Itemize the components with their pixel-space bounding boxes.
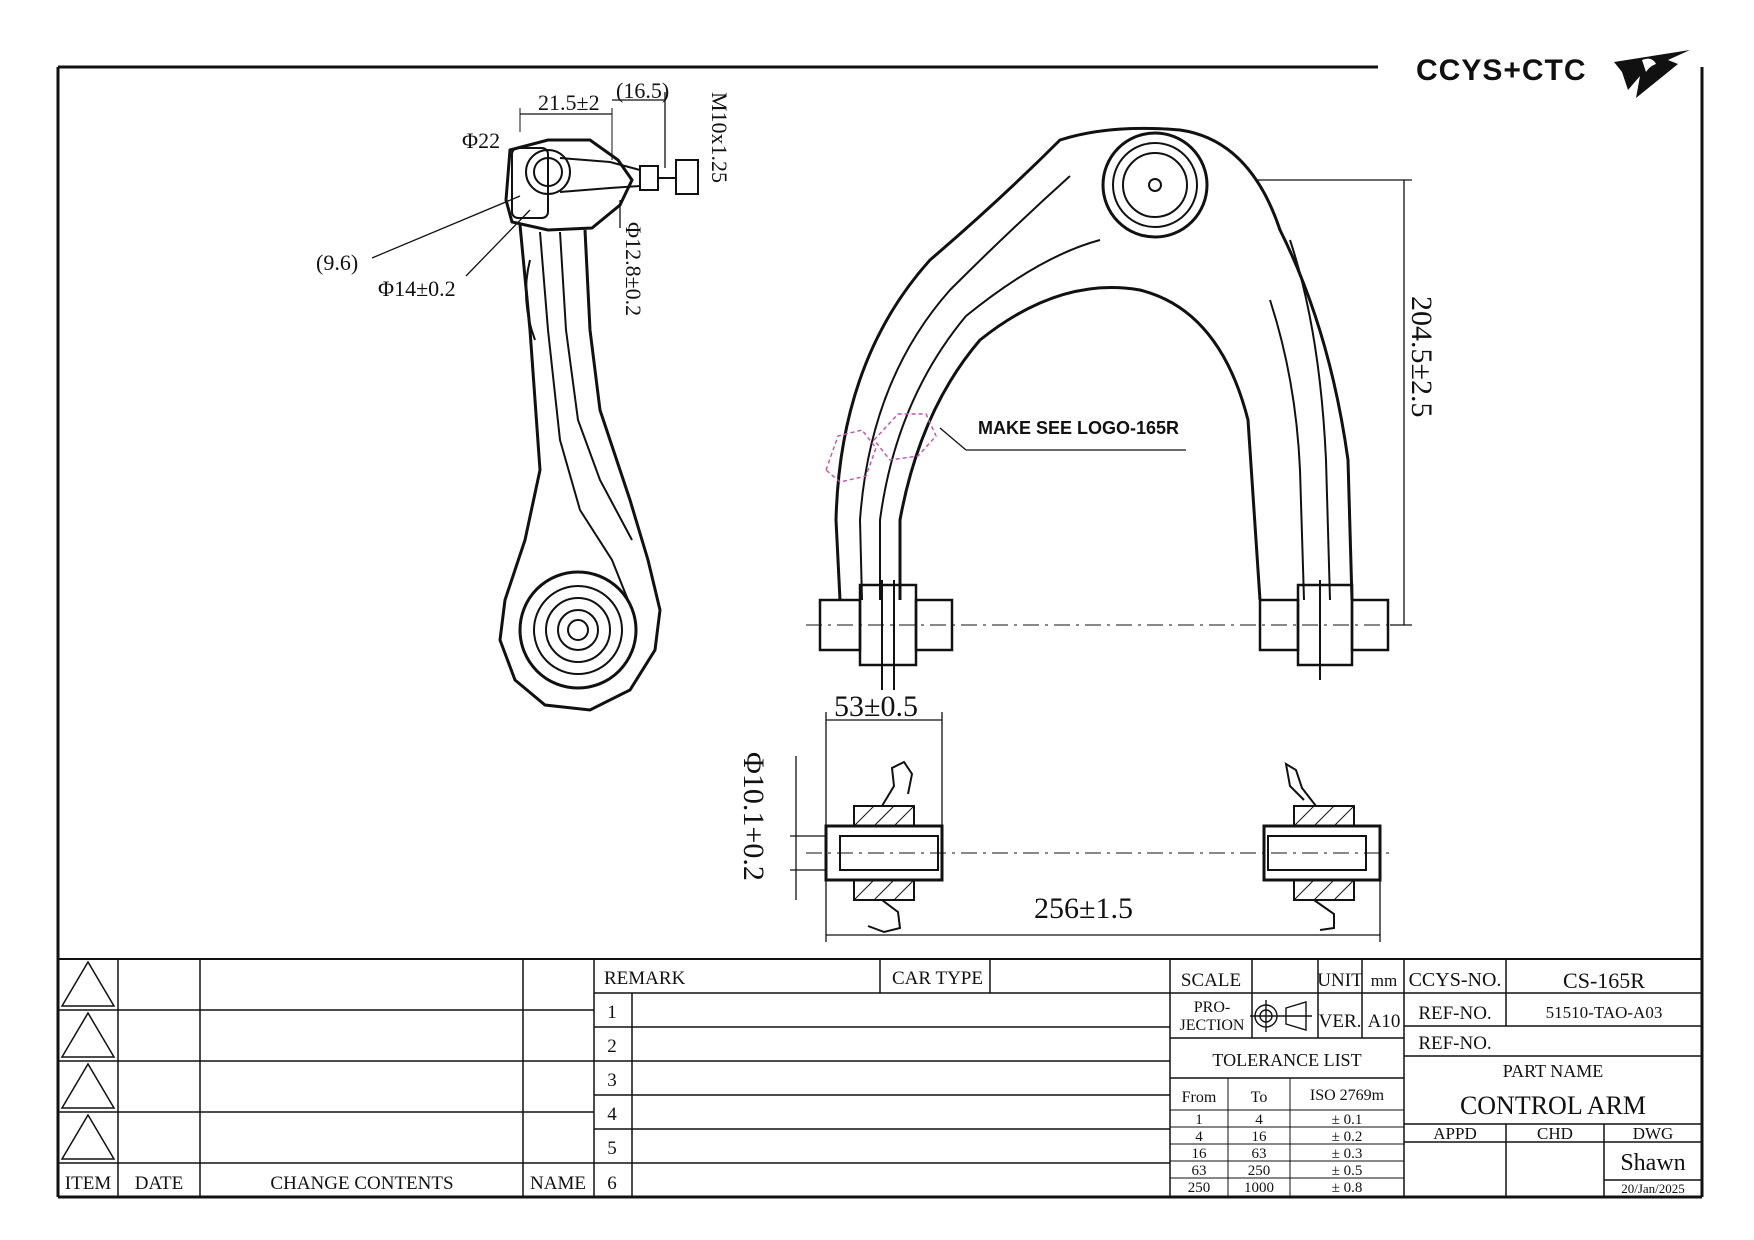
tol-header-iso: ISO 2769m <box>1310 1087 1385 1104</box>
part-name-label: PART NAME <box>1503 1061 1603 1081</box>
tol-to: 1000 <box>1244 1180 1274 1196</box>
tol-value: ± 0.1 <box>1332 1112 1363 1128</box>
unit-value: mm <box>1371 971 1397 990</box>
dim-m10: M10x1.25 <box>707 92 732 183</box>
ver-label: VER. <box>1319 1011 1362 1032</box>
appd-label: APPD <box>1433 1124 1476 1143</box>
dim-phi10-1: Φ10.1+0.2 <box>737 752 770 881</box>
scale-label: SCALE <box>1181 970 1241 991</box>
tol-from: 1 <box>1195 1112 1203 1128</box>
car-type-label: CAR TYPE <box>892 968 983 989</box>
part-name-value: CONTROL ARM <box>1460 1091 1646 1120</box>
ref-no-2-label: REF-NO. <box>1418 1033 1491 1054</box>
ref-no-value: 51510-TAO-A03 <box>1546 1003 1663 1022</box>
scale-tolerance-text: SCALE UNIT mm PRO- JECTION VER. A10 TOLE… <box>1180 970 1401 1196</box>
top-view <box>806 126 1410 690</box>
part-info-text: CCYS-NO. CS-165R REF-NO. 51510-TAO-A03 R… <box>1409 968 1686 1196</box>
bushing-view-dimensions <box>790 712 1381 942</box>
company-logo: CCYS+CTC <box>1416 50 1690 98</box>
dwg-label: DWG <box>1633 1124 1674 1143</box>
tol-from: 250 <box>1188 1180 1211 1196</box>
tol-header-to: To <box>1251 1089 1268 1106</box>
dim-16-5: (16.5) <box>616 78 669 103</box>
tol-from: 4 <box>1195 1129 1203 1145</box>
header-name: NAME <box>530 1173 586 1194</box>
tol-value: ± 0.8 <box>1332 1180 1363 1196</box>
projection-symbol-icon <box>1250 1000 1312 1032</box>
remark-row-number: 5 <box>607 1138 617 1159</box>
ver-value: A10 <box>1368 1011 1401 1032</box>
remark-table <box>594 959 1171 1197</box>
bushing-section-view <box>806 760 1394 934</box>
tol-value: ± 0.2 <box>1332 1129 1363 1145</box>
dim-9-6: (9.6) <box>316 250 358 275</box>
header-change-contents: CHANGE CONTENTS <box>270 1173 453 1194</box>
remark-row-number: 6 <box>607 1173 617 1194</box>
bushing-view-labels: 53±0.5 Φ10.1+0.2 256±1.5 <box>737 690 1133 925</box>
projection-label: PRO- <box>1194 999 1230 1016</box>
dim-256: 256±1.5 <box>1034 892 1133 925</box>
tol-value: ± 0.3 <box>1332 1146 1363 1162</box>
top-view-labels: 204.5±2.5 MAKE SEE LOGO-165R <box>978 296 1438 438</box>
part-info-block <box>1403 959 1702 1197</box>
side-view-dimensions <box>371 92 666 277</box>
remark-row-number: 4 <box>607 1104 617 1125</box>
revision-table <box>58 959 595 1197</box>
arrow-swoosh-logo <box>1614 50 1690 98</box>
tol-to: 250 <box>1248 1163 1271 1179</box>
remark-label: REMARK <box>604 968 686 989</box>
dwg-date: 20/Jan/2025 <box>1621 1181 1685 1196</box>
tol-from: 63 <box>1192 1163 1207 1179</box>
unit-label: UNIT <box>1317 970 1363 991</box>
tol-to: 63 <box>1252 1146 1267 1162</box>
dim-phi14: Φ14±0.2 <box>378 276 456 301</box>
tol-header-from: From <box>1182 1089 1217 1106</box>
tol-to: 4 <box>1255 1112 1263 1128</box>
header-date: DATE <box>135 1173 184 1194</box>
remark-table-text: REMARK CAR TYPE 1 2 3 4 5 6 <box>604 968 983 1194</box>
note-make-see-logo: MAKE SEE LOGO-165R <box>978 418 1179 438</box>
dim-phi12-8: Φ12.8±0.2 <box>621 222 646 316</box>
side-view <box>498 108 699 712</box>
remark-row-number: 1 <box>607 1002 617 1023</box>
top-view-dimensions <box>939 179 1412 626</box>
dim-21-5: 21.5±2 <box>538 90 600 115</box>
side-view-labels: 21.5±2 (16.5) Φ22 (9.6) Φ14±0.2 M10x1.25… <box>316 78 732 316</box>
logo-marking-area <box>825 413 937 483</box>
dwg-name: Shawn <box>1620 1150 1685 1176</box>
revision-table-headers: ITEM DATE CHANGE CONTENTS NAME <box>65 1173 586 1194</box>
ccys-no-value: CS-165R <box>1563 968 1645 993</box>
dim-204-5: 204.5±2.5 <box>1405 296 1438 417</box>
ccys-no-label: CCYS-NO. <box>1409 969 1502 991</box>
tol-to: 16 <box>1252 1129 1268 1145</box>
remark-row-number: 3 <box>607 1070 617 1091</box>
projection-label: JECTION <box>1180 1017 1245 1034</box>
chd-label: CHD <box>1537 1124 1573 1143</box>
dim-53: 53±0.5 <box>834 690 918 723</box>
tol-value: ± 0.5 <box>1332 1163 1363 1179</box>
remark-row-number: 2 <box>607 1036 617 1057</box>
logo-text: CCYS+CTC <box>1416 54 1587 87</box>
ref-no-label: REF-NO. <box>1418 1003 1491 1024</box>
header-item: ITEM <box>65 1173 112 1194</box>
dim-phi22: Φ22 <box>462 128 500 153</box>
scale-tolerance-block <box>1170 959 1404 1197</box>
tol-from: 16 <box>1192 1146 1208 1162</box>
tolerance-title: TOLERANCE LIST <box>1212 1050 1361 1070</box>
